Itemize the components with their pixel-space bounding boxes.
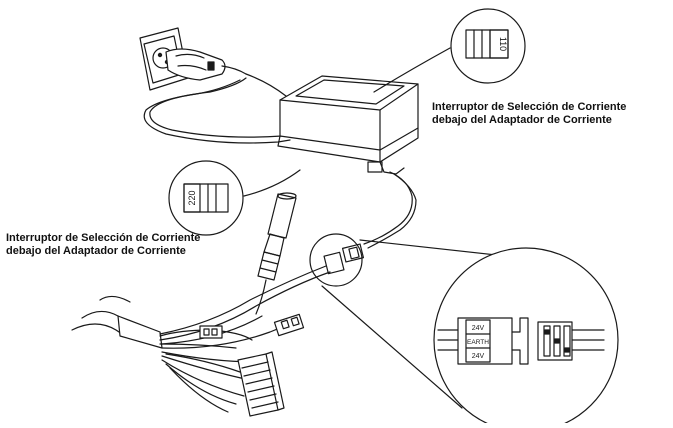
zoomed-connector bbox=[437, 317, 605, 365]
caption-left-line-2: debajo del Adaptador de Corriente bbox=[6, 245, 186, 257]
caption-left-line-1: Interruptor de Selección de Corriente bbox=[6, 232, 201, 244]
caption-top-right: Interruptor de Selección de Corriente de… bbox=[432, 101, 626, 127]
connector-label-bottom: 24V bbox=[472, 353, 485, 360]
switch-left-label: 220 bbox=[187, 190, 197, 205]
power-adapter bbox=[277, 75, 419, 175]
cable-harness bbox=[71, 265, 331, 413]
connector-label-middle: EARTH bbox=[467, 339, 489, 346]
harness-connector-b bbox=[273, 313, 305, 337]
caption-left: Interruptor de Selección de Corriente de… bbox=[6, 232, 200, 258]
connector-zoom-marker bbox=[309, 233, 363, 287]
caption-top-right-line-1: Interruptor de Selección de Corriente bbox=[432, 101, 627, 113]
harness-connector-a bbox=[199, 325, 223, 339]
terminal-block bbox=[237, 351, 285, 417]
caption-top-right-line-2: debajo del Adaptador de Corriente bbox=[432, 114, 612, 126]
cable-connector-small bbox=[323, 243, 365, 275]
power-plug bbox=[165, 48, 247, 81]
mains-cable bbox=[143, 73, 291, 144]
bnc-connector bbox=[255, 192, 297, 315]
switch-top-label: 110 bbox=[498, 37, 508, 51]
connector-label-top: 24V bbox=[472, 325, 485, 332]
